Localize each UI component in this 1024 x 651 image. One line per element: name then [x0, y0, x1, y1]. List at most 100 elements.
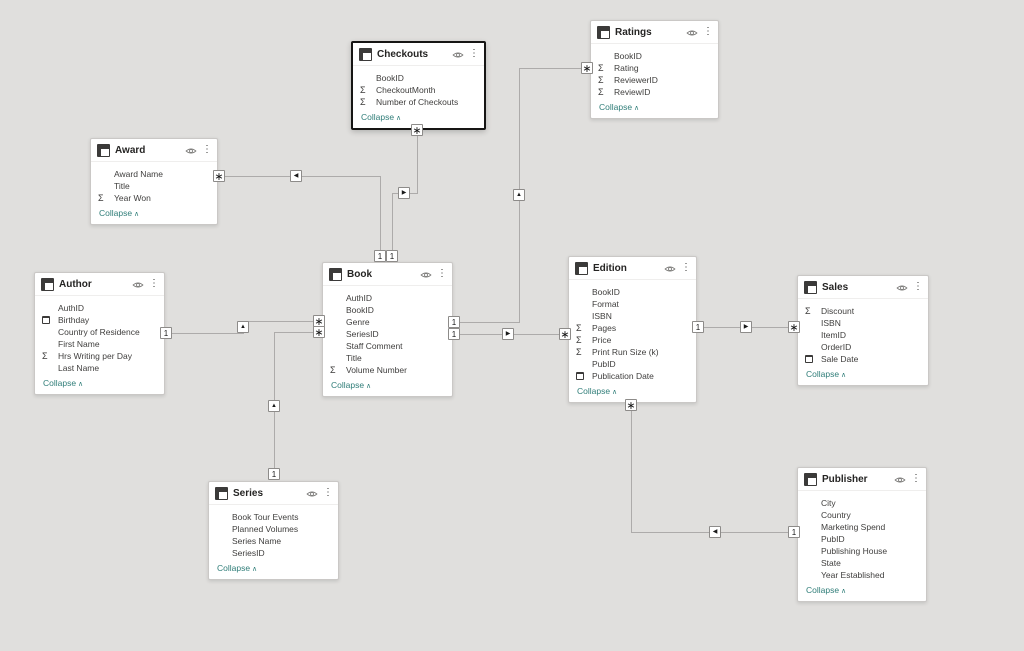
field-row[interactable]: Publishing House — [798, 545, 926, 557]
cardinality-one-marker[interactable]: 1 — [160, 327, 172, 339]
relationship-line-author-book[interactable] — [243, 321, 322, 322]
relationship-line-checkouts-book[interactable] — [392, 193, 393, 256]
relationship-line-series-book[interactable] — [274, 332, 322, 333]
cardinality-many-marker[interactable]: ∗ — [581, 62, 593, 75]
collapse-link[interactable]: Collapse ∧ — [798, 367, 928, 385]
field-row[interactable]: ItemID — [798, 329, 928, 341]
field-row[interactable]: Publication Date — [569, 370, 696, 382]
field-row[interactable]: Book Tour Events — [209, 511, 338, 523]
field-row[interactable]: Genre — [323, 316, 452, 328]
visibility-eye-icon[interactable] — [420, 269, 432, 281]
field-row[interactable]: Title — [91, 180, 217, 192]
more-options-icon[interactable]: ⋮ — [913, 281, 923, 292]
visibility-eye-icon[interactable] — [664, 263, 676, 275]
field-row[interactable]: BookID — [591, 50, 718, 62]
more-options-icon[interactable]: ⋮ — [202, 144, 212, 155]
more-options-icon[interactable]: ⋮ — [437, 268, 447, 279]
relationship-line-checkouts-book[interactable] — [417, 125, 418, 193]
relationship-line-author-book[interactable] — [165, 333, 243, 334]
field-row[interactable]: City — [798, 497, 926, 509]
visibility-eye-icon[interactable] — [185, 145, 197, 157]
table-card-header[interactable]: Publisher⋮ — [798, 468, 926, 491]
visibility-eye-icon[interactable] — [132, 279, 144, 291]
table-card-header[interactable]: Ratings⋮ — [591, 21, 718, 44]
filter-direction-arrow-icon[interactable]: ▶ — [740, 321, 752, 333]
field-row[interactable]: State — [798, 557, 926, 569]
table-card-header[interactable]: Edition⋮ — [569, 257, 696, 280]
field-row[interactable]: Series Name — [209, 535, 338, 547]
collapse-link[interactable]: Collapse ∧ — [209, 561, 338, 579]
filter-direction-arrow-icon[interactable]: ◀ — [709, 526, 721, 538]
more-options-icon[interactable]: ⋮ — [911, 473, 921, 484]
field-row[interactable]: OrderID — [798, 341, 928, 353]
table-card-header[interactable]: Award⋮ — [91, 139, 217, 162]
field-row[interactable]: AuthID — [35, 302, 164, 314]
table-card-header[interactable]: Sales⋮ — [798, 276, 928, 299]
cardinality-one-marker[interactable]: 1 — [448, 316, 460, 328]
field-row[interactable]: ISBN — [569, 310, 696, 322]
field-row[interactable]: Country of Residence — [35, 326, 164, 338]
relationship-line-edition-publisher[interactable] — [631, 399, 632, 533]
cardinality-one-marker[interactable]: 1 — [692, 321, 704, 333]
cardinality-one-marker[interactable]: 1 — [268, 468, 280, 480]
collapse-link[interactable]: Collapse ∧ — [91, 206, 217, 224]
cardinality-many-marker[interactable]: ∗ — [411, 124, 423, 137]
table-card-header[interactable]: Book⋮ — [323, 263, 452, 286]
table-card-header[interactable]: Author⋮ — [35, 273, 164, 296]
more-options-icon[interactable]: ⋮ — [323, 487, 333, 498]
cardinality-one-marker[interactable]: 1 — [788, 526, 800, 538]
field-row[interactable]: Format — [569, 298, 696, 310]
filter-direction-arrow-icon[interactable]: ▶ — [502, 328, 514, 340]
field-row[interactable]: Staff Comment — [323, 340, 452, 352]
more-options-icon[interactable]: ⋮ — [703, 26, 713, 37]
field-row[interactable]: SeriesID — [209, 547, 338, 559]
cardinality-many-marker[interactable]: ∗ — [788, 321, 800, 334]
filter-direction-arrow-icon[interactable]: ▲ — [237, 321, 249, 333]
collapse-link[interactable]: Collapse ∧ — [798, 583, 926, 601]
cardinality-many-marker[interactable]: ∗ — [625, 399, 637, 412]
field-row[interactable]: ISBN — [798, 317, 928, 329]
collapse-link[interactable]: Collapse ∧ — [353, 110, 484, 128]
relationship-line-book-ratings[interactable] — [453, 322, 519, 323]
visibility-eye-icon[interactable] — [896, 282, 908, 294]
visibility-eye-icon[interactable] — [894, 474, 906, 486]
field-row[interactable]: AuthID — [323, 292, 452, 304]
field-row[interactable]: Last Name — [35, 362, 164, 374]
field-row[interactable]: SeriesID — [323, 328, 452, 340]
collapse-link[interactable]: Collapse ∧ — [569, 384, 696, 402]
field-row[interactable]: Country — [798, 509, 926, 521]
more-options-icon[interactable]: ⋮ — [469, 48, 479, 59]
collapse-link[interactable]: Collapse ∧ — [323, 378, 452, 396]
relationship-line-award-book[interactable] — [380, 176, 381, 256]
collapse-link[interactable]: Collapse ∧ — [591, 100, 718, 118]
field-row[interactable]: Sale Date — [798, 353, 928, 365]
field-row[interactable]: Title — [323, 352, 452, 364]
visibility-eye-icon[interactable] — [452, 49, 464, 61]
table-card-header[interactable]: Checkouts⋮ — [353, 43, 484, 66]
field-row[interactable]: Year Established — [798, 569, 926, 581]
cardinality-many-marker[interactable]: ∗ — [213, 170, 225, 183]
field-row[interactable]: First Name — [35, 338, 164, 350]
field-row[interactable]: Birthday — [35, 314, 164, 326]
field-row[interactable]: PubID — [798, 533, 926, 545]
field-row[interactable]: PubID — [569, 358, 696, 370]
cardinality-one-marker[interactable]: 1 — [374, 250, 386, 262]
field-row[interactable]: Planned Volumes — [209, 523, 338, 535]
